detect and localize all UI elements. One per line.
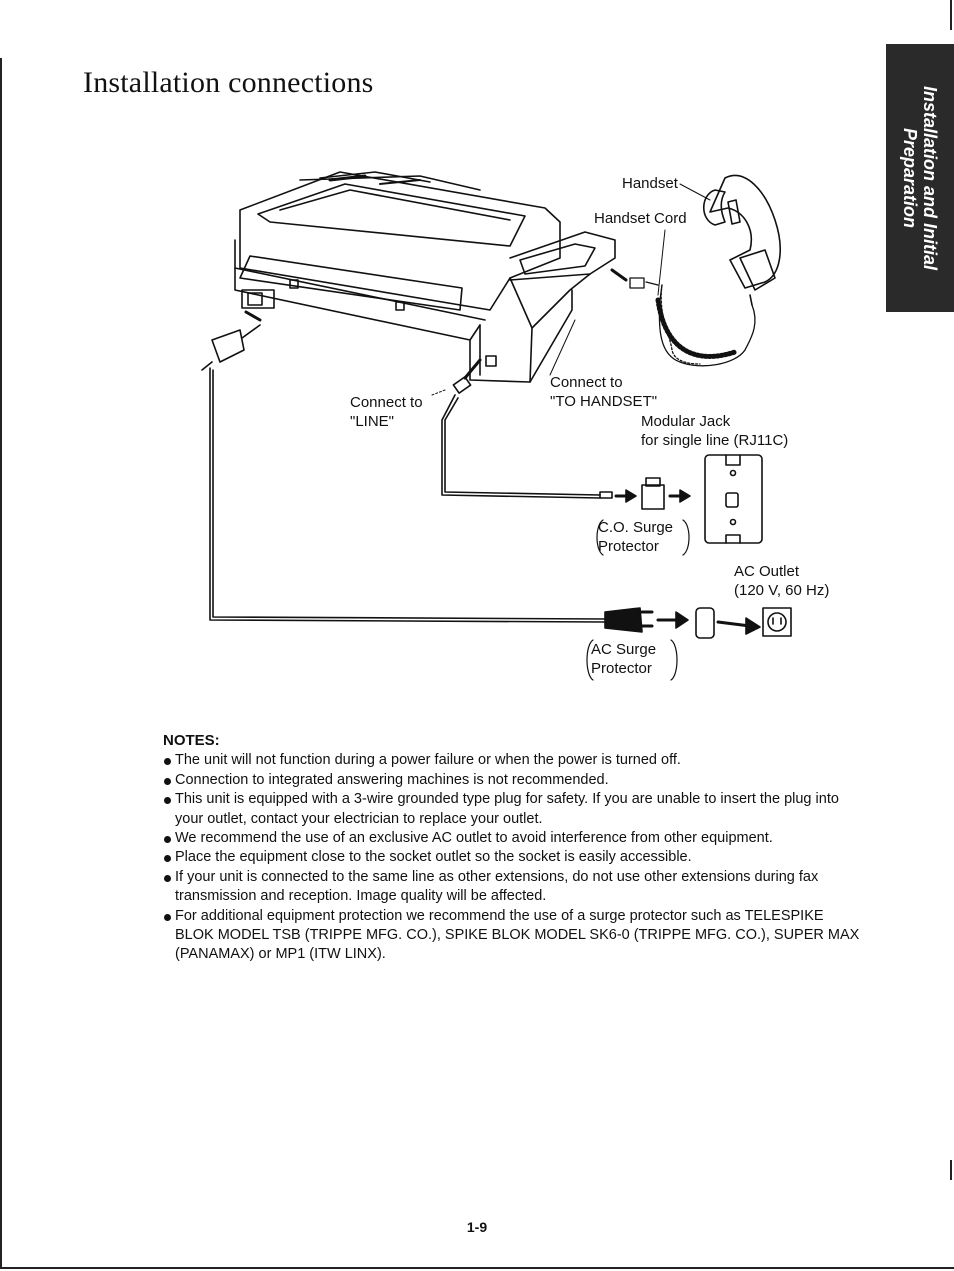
handset-illustration	[702, 174, 781, 306]
ac-outlet-line-1: AC Outlet	[734, 563, 800, 580]
modular-jack-label: Modular Jack for single line (RJ11C)	[641, 412, 788, 450]
connect-handset-line-2: "TO HANDSET"	[550, 393, 658, 410]
handset-cord-illustration	[610, 268, 756, 367]
ac-outlet-label: AC Outlet (120 V, 60 Hz)	[734, 562, 829, 600]
connect-line-line-1: Connect to	[350, 394, 423, 411]
ac-surge-line-2: Protector	[591, 660, 652, 677]
page-border-bottom	[0, 1267, 954, 1269]
connect-handset-label: Connect to "TO HANDSET"	[550, 373, 657, 411]
list-item: Connection to integrated answering machi…	[163, 771, 863, 790]
modular-jack-line-2: for single line (RJ11C)	[641, 432, 789, 449]
connection-diagram: Handset Handset Cord Connect to "TO HAND…	[180, 150, 860, 710]
page-border-left	[0, 58, 2, 1268]
telephone-line-illustration	[441, 358, 613, 499]
connection-diagram-drawing	[201, 171, 792, 681]
fax-machine-illustration	[234, 171, 616, 383]
modular-jack-line-1: Modular Jack	[641, 413, 731, 430]
connect-line-line-2: "LINE"	[350, 413, 394, 430]
handset-cord-label: Handset Cord	[594, 210, 687, 227]
section-tab-line-2: Preparation	[900, 127, 920, 229]
ac-surge-line-1: AC Surge	[591, 641, 657, 658]
ac-outlet-line-2: (120 V, 60 Hz)	[734, 582, 830, 599]
list-item: This unit is equipped with a 3-wire grou…	[163, 790, 863, 829]
section-tab-line-1: Installation and Initial	[920, 85, 940, 271]
section-tab: Installation and Initial Preparation	[886, 44, 954, 312]
page-border-right	[950, 0, 952, 30]
co-surge-protector-label: C.O. Surge Protector	[598, 518, 673, 556]
list-item: Place the equipment close to the socket …	[163, 848, 863, 867]
page-title: Installation connections	[83, 66, 374, 99]
section-tab-label: Installation and Initial Preparation	[900, 86, 940, 270]
list-item: The unit will not function during a powe…	[163, 751, 863, 770]
connect-handset-line-1: Connect to	[550, 374, 623, 391]
list-item: For additional equipment protection we r…	[163, 907, 863, 965]
co-surge-chain-illustration	[614, 454, 763, 544]
co-surge-line-2: Protector	[598, 538, 659, 555]
handset-label: Handset	[622, 175, 678, 192]
power-cord-illustration	[201, 310, 606, 623]
ac-surge-protector-label: AC Surge Protector	[591, 640, 656, 678]
notes-heading: NOTES:	[163, 732, 220, 749]
page-border-right	[950, 1160, 952, 1180]
list-item: If your unit is connected to the same li…	[163, 868, 863, 907]
connect-line-label: Connect to "LINE"	[350, 393, 423, 431]
notes-list: The unit will not function during a powe…	[163, 751, 863, 964]
page-number: 1-9	[466, 1219, 488, 1235]
notes-section: NOTES: The unit will not function during…	[163, 731, 863, 965]
co-surge-line-1: C.O. Surge	[598, 519, 674, 536]
ac-surge-chain-illustration	[604, 607, 792, 639]
list-item: We recommend the use of an exclusive AC …	[163, 829, 863, 848]
